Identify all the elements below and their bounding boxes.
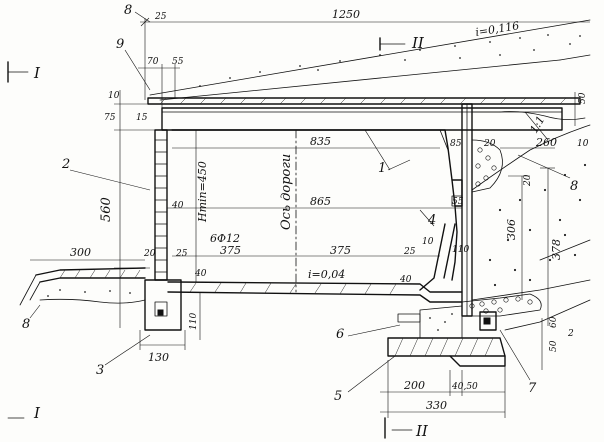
left-ground [19,267,146,306]
dim-40-50: 40,50 [451,382,478,392]
callout-9: 9 [116,37,124,52]
dim-25-left: 25 [175,249,188,259]
dim-865: 865 [310,195,331,208]
cover-slab [147,97,581,131]
section-labels: I I II II [33,34,429,440]
slope-floor-label: i=0,04 [308,268,345,281]
dim-375-left: 375 [220,244,241,257]
left-footing [144,279,182,331]
dim-70: 70 [147,57,159,67]
dim-200: 200 [403,379,425,392]
callout-1: 1 [378,161,386,176]
dim-1250: 1250 [332,8,360,21]
interior-outline [171,129,463,291]
section-II-bottom: II [415,422,429,440]
dim-50-right-top: 50 [578,92,588,104]
dim-55: 55 [172,57,184,67]
dim-85: 85 [450,139,462,149]
dim-260: 260 [535,136,557,149]
dim-10-right: 10 [422,237,434,247]
road-axis-label: Ось дороги [279,154,294,230]
leader-lines [29,11,571,393]
dim-40-wall: 40 [171,201,184,211]
callout-7: 7 [528,381,537,396]
section-II-top: II [411,34,425,52]
callout-2: 2 [61,157,70,172]
dim-25-top: 25 [154,12,167,22]
dim-20-right: 20 [483,139,496,149]
foundation-slab [387,299,591,367]
dim-10-right-top: 10 [577,139,589,149]
dim-2: 2 [567,329,574,339]
dim-130: 130 [148,351,169,364]
dim-378: 378 [550,239,563,260]
right-column [461,103,473,317]
fill-top [149,19,591,101]
dim-835: 835 [310,135,331,148]
callout-3: 3 [96,363,104,378]
drain-stone [461,139,542,331]
section-I-bottom: I [33,404,41,422]
callout-4: 4 [427,213,436,228]
floor-slab [167,281,463,303]
dim-375-right: 375 [330,244,351,257]
dim-20-left: 20 [143,249,156,259]
dim-15: 15 [136,113,148,123]
callout-6: 6 [336,327,344,342]
callout-numbers: 8 9 2 3 1 4 6 5 7 8 8 [22,3,578,404]
dim-110-left: 110 [189,313,199,330]
dim-560: 560 [99,197,114,222]
dim-55-right: 55 [452,197,464,207]
dim-20-vert: 20 [523,174,533,187]
callout-8-left: 8 [22,317,30,332]
callout-5: 5 [334,389,342,404]
dim-10: 10 [108,91,120,101]
slope-1-1: 1:1 [527,114,547,136]
hmin-label: Hmin=450 [196,161,209,223]
dim-330: 330 [426,399,447,412]
left-wall [154,129,168,281]
dim-110-right: 110 [452,245,469,255]
dim-300: 300 [70,246,91,259]
dim-40-right: 40 [399,275,412,285]
dim-40-floor: 40 [194,269,207,279]
dim-306: 306 [505,219,518,240]
right-ground [471,111,591,301]
section-markers [7,37,413,439]
callout-8-right: 8 [570,179,578,194]
dim-50-right-bot: 50 [549,340,559,352]
section-I-top: I [33,64,41,82]
dim-75: 75 [104,113,116,123]
callout-8-top: 8 [124,3,132,18]
rebar-6f12: 6Φ12 [210,232,240,245]
dimension-text: 1250 25 70 55 10 75 15 560 300 20 25 40 … [70,8,589,412]
dim-60: 60 [549,316,559,328]
dimension-lines [30,17,590,418]
dim-25-right: 25 [403,247,416,257]
